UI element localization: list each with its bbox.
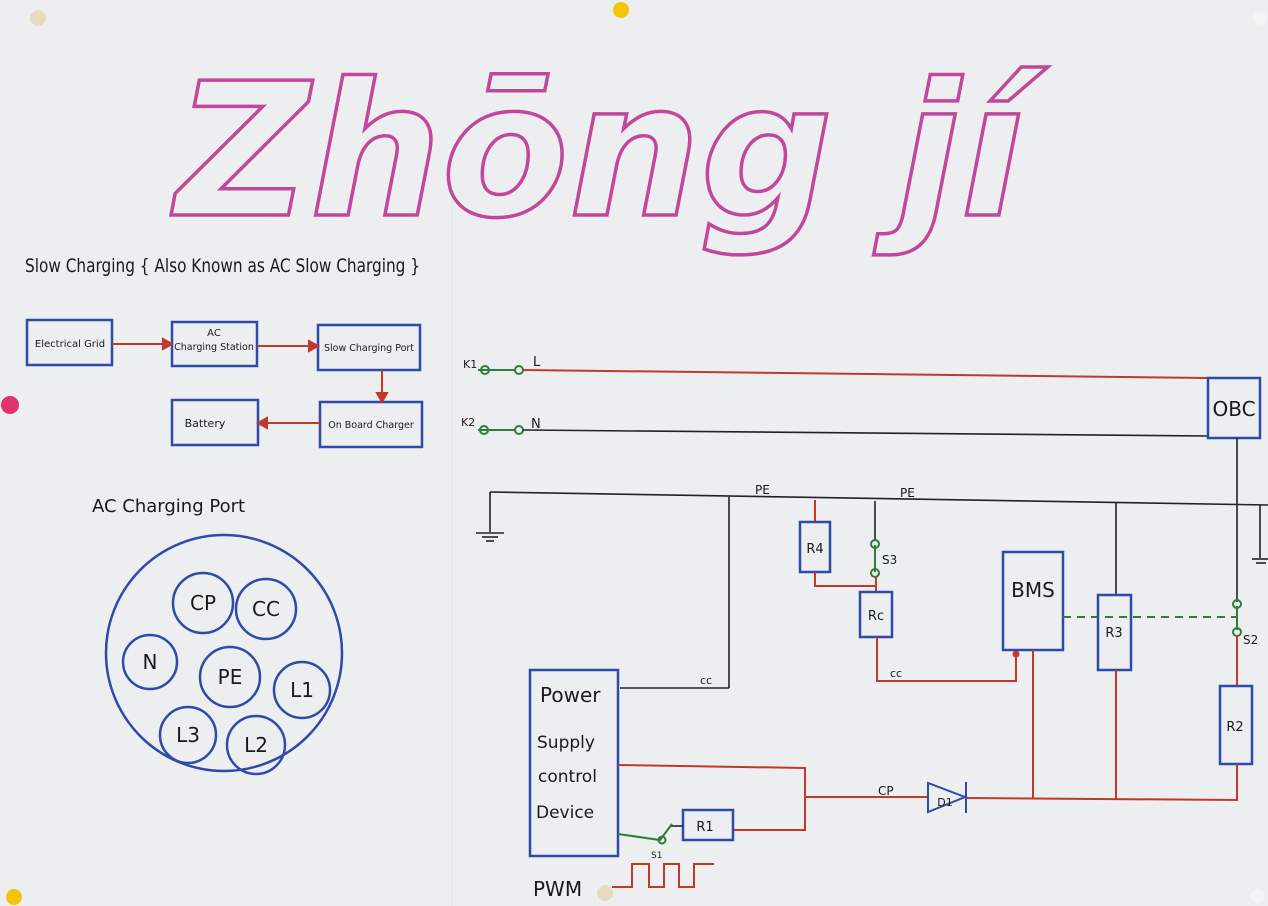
r1-resistor <box>681 808 735 842</box>
device-label: Supply <box>537 733 595 753</box>
rc-label: Rc <box>868 609 884 624</box>
device-label: control <box>538 767 597 787</box>
port-pin-l1 <box>272 660 332 720</box>
flow-label: AC <box>207 328 221 339</box>
pushpin-icon <box>6 889 22 905</box>
port-pin-cp <box>171 571 235 635</box>
port-pin-label: L3 <box>176 723 200 747</box>
circuit-diagram: K1 L K2 N OBC PE PE cc R4 <box>461 355 1268 901</box>
port-pin-label: L1 <box>290 678 314 702</box>
flow-box-slow-charging-port <box>316 323 422 372</box>
bms-label: BMS <box>1011 578 1055 602</box>
obc-box <box>1206 376 1262 440</box>
port-pin-l3 <box>158 705 218 765</box>
cp-label: CP <box>878 784 894 798</box>
flow-box-on-board-charger <box>318 400 424 449</box>
port-pin-label: CC <box>252 597 280 621</box>
neutral-wire <box>522 429 1209 437</box>
port-pin-pe <box>198 645 262 709</box>
pushpin-icon <box>613 2 629 18</box>
switch-k1-icon <box>480 365 490 375</box>
switch-k2-icon <box>479 425 489 435</box>
line-l-wire <box>522 369 1209 379</box>
pwm-waveform-icon <box>612 863 714 888</box>
device-label: Device <box>536 803 594 823</box>
diode-d1-icon <box>927 781 968 814</box>
cc-label: cc <box>890 667 902 680</box>
port-pin-label: CP <box>190 591 216 615</box>
ground-icon <box>1252 558 1268 564</box>
switch-s3-icon <box>870 539 880 549</box>
flow-diagram: Electrical Grid AC Charging Station Slow… <box>25 318 424 449</box>
port-pin-label: N <box>143 650 158 674</box>
obc-label: OBC <box>1212 397 1255 421</box>
pe-label: PE <box>900 486 915 500</box>
port-pin-n <box>121 633 179 691</box>
pe-bus <box>489 491 1268 506</box>
d1-label: D1 <box>937 796 952 809</box>
pushpin-icon <box>1251 889 1265 903</box>
flow-box-electrical-grid <box>25 318 114 367</box>
flow-label: Charging Station <box>174 342 254 353</box>
r3-label: R3 <box>1105 626 1122 641</box>
port-pin-label: PE <box>218 665 243 689</box>
pushpin-icon <box>1 396 19 414</box>
pe-label: PE <box>755 483 770 497</box>
port-pin-label: L2 <box>244 733 268 757</box>
flow-label: Slow Charging Port <box>324 343 414 354</box>
s1-label: S1 <box>651 851 662 861</box>
switch-s1-icon <box>657 835 667 845</box>
section-heading: Slow Charging { Also Known as AC Slow Ch… <box>25 255 420 277</box>
port-pin-cc <box>234 577 298 641</box>
cc-label: cc <box>700 674 712 687</box>
pushpin-icon <box>1253 11 1267 25</box>
pushpin-icon <box>597 885 613 901</box>
n-label: N <box>531 417 541 432</box>
r4-label: R4 <box>806 542 823 557</box>
s2-label: S2 <box>1243 633 1258 647</box>
pushpin-icon <box>30 10 46 26</box>
k2-label: K2 <box>461 416 475 429</box>
r2-label: R2 <box>1226 720 1243 735</box>
power-supply-control-device <box>528 668 620 858</box>
r1-label: R1 <box>696 820 713 835</box>
port-title: AC Charging Port <box>92 496 245 517</box>
pwm-label: PWM <box>533 877 582 901</box>
s3-label: S3 <box>882 553 897 567</box>
flow-label: Electrical Grid <box>35 339 105 350</box>
ground-icon <box>476 532 504 542</box>
device-label: Power <box>540 683 601 707</box>
r3-resistor <box>1096 593 1133 672</box>
l-label: L <box>533 355 541 370</box>
flow-label: Battery <box>185 417 226 430</box>
flow-label: On Board Charger <box>328 420 414 431</box>
port-pin-l2 <box>225 714 287 776</box>
k1-label: K1 <box>463 358 477 371</box>
poster-title: Zhōng jí <box>171 43 1048 259</box>
switch-s2-icon <box>1232 599 1242 609</box>
